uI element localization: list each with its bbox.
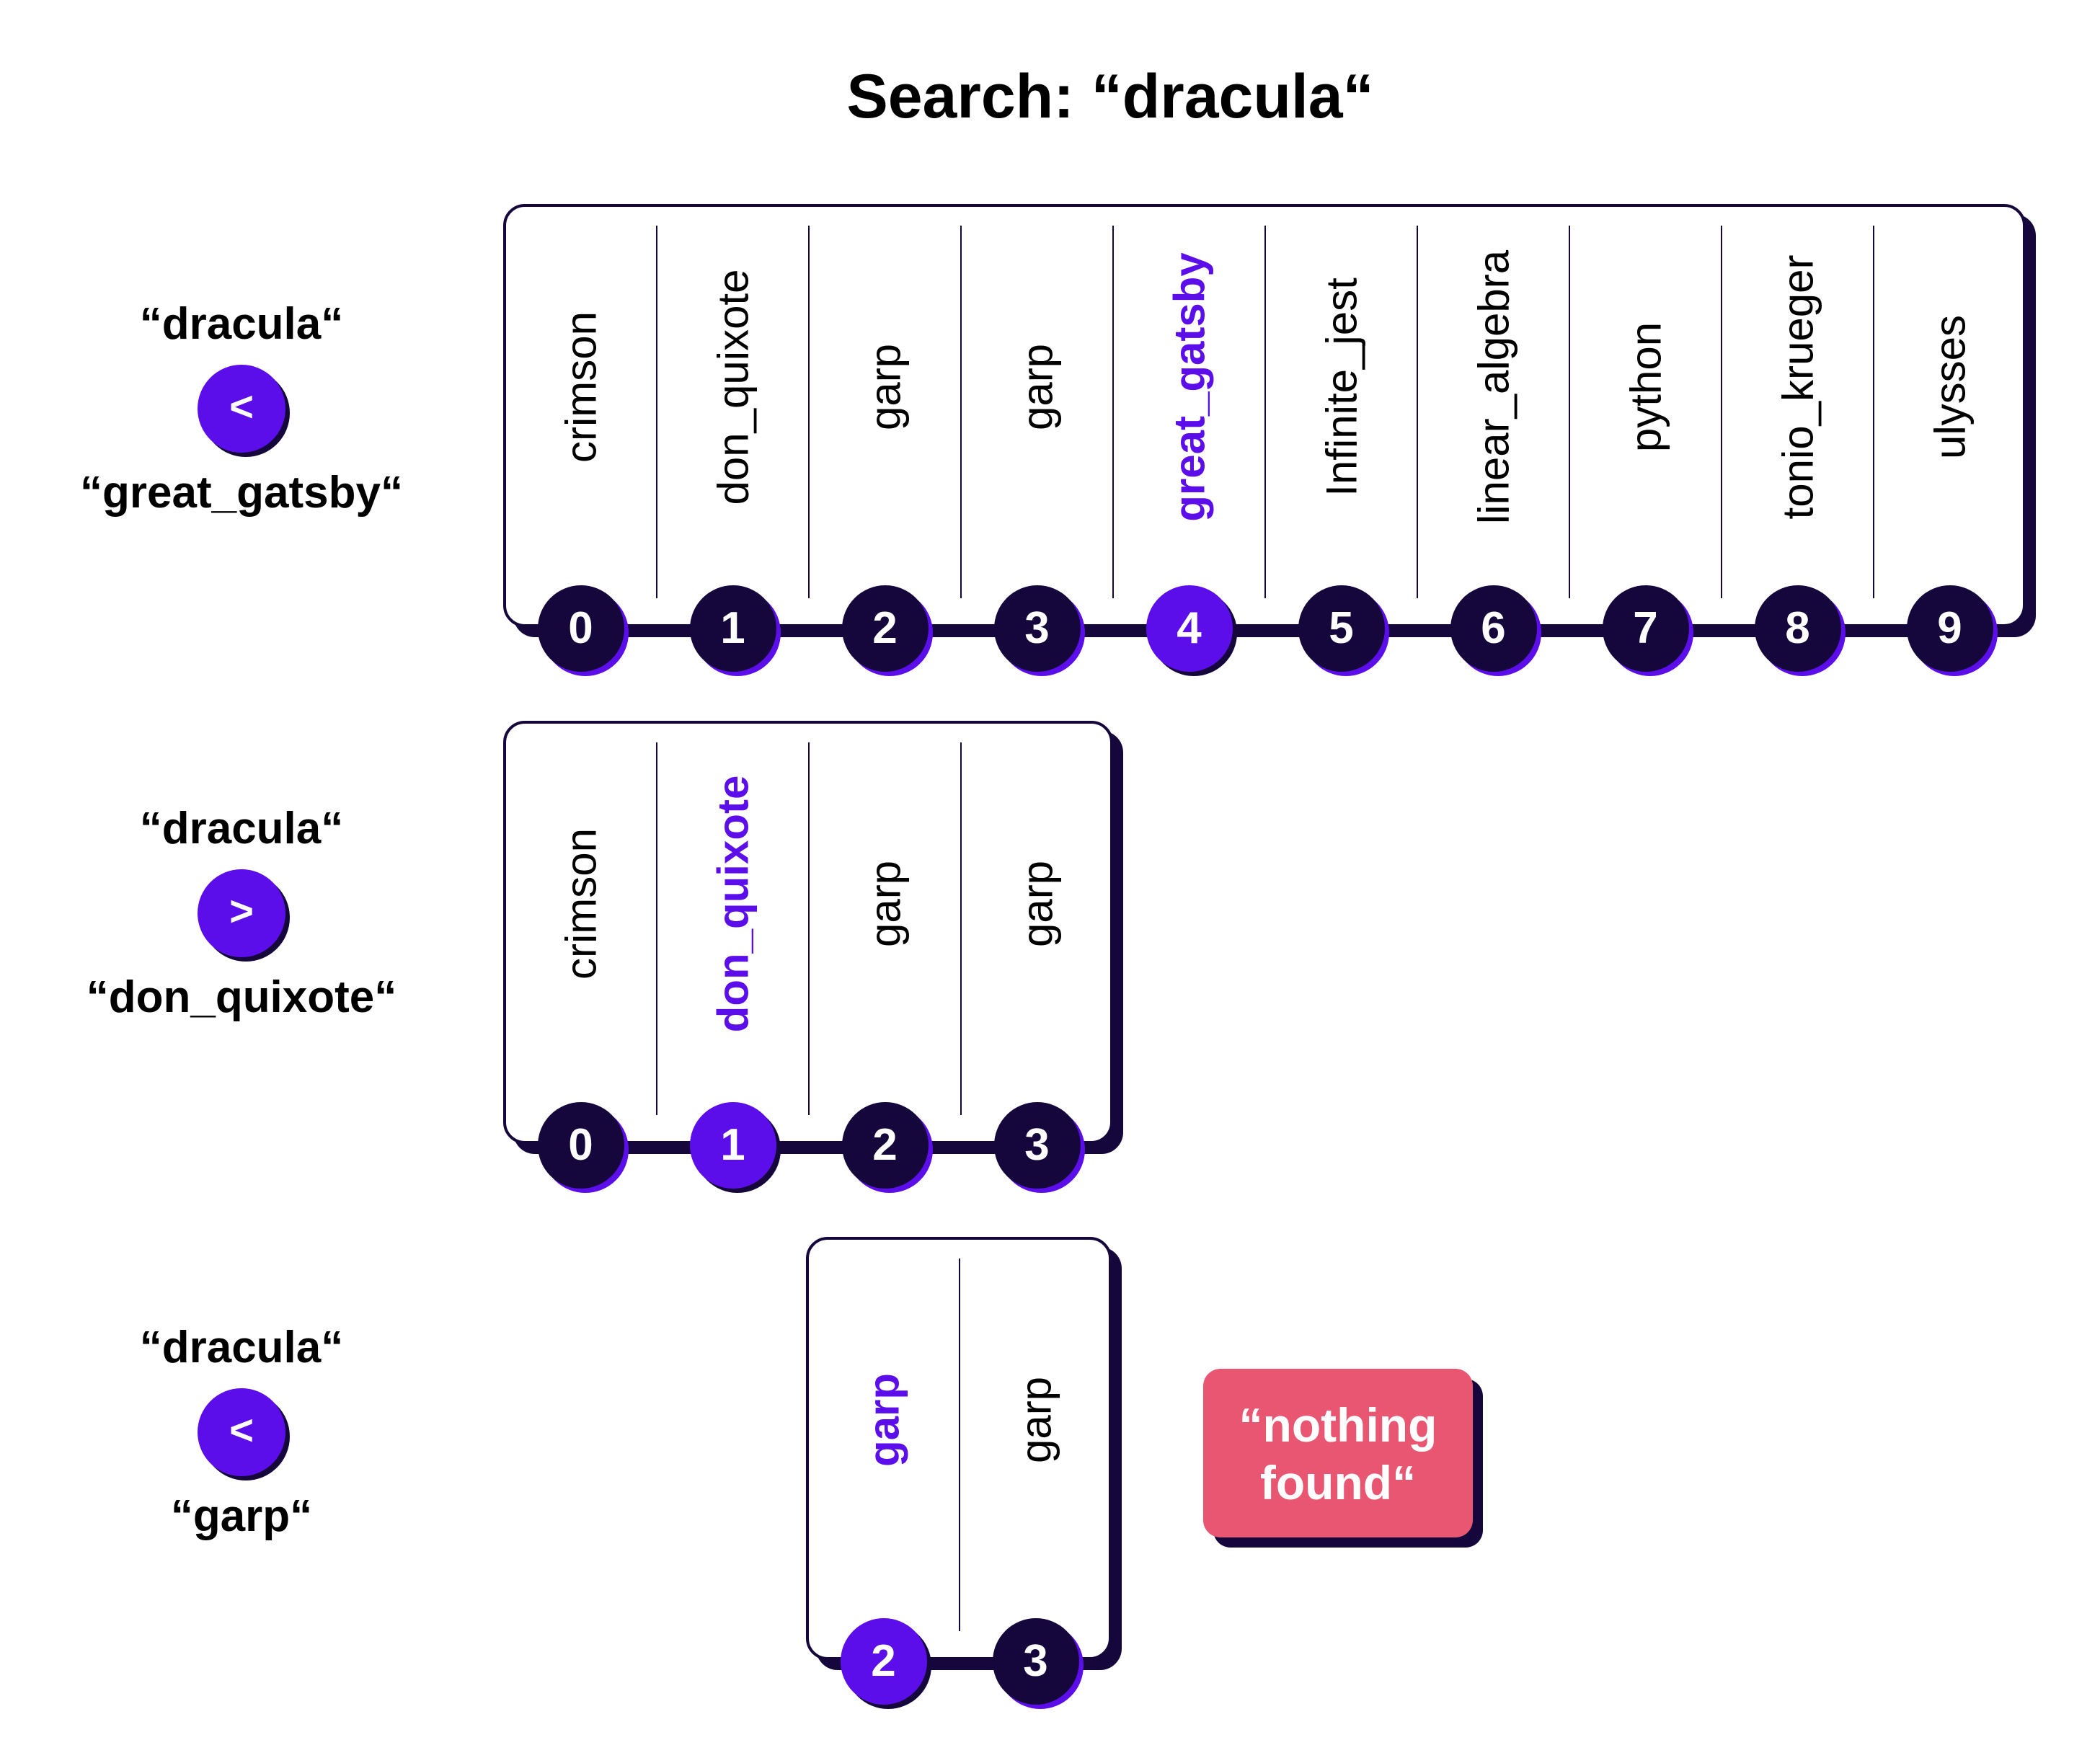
index-badge: 3 <box>992 1618 1079 1705</box>
column-divider <box>960 742 962 1115</box>
index-badge: 4 <box>1146 585 1233 672</box>
comparison-left: “dracula“ <box>139 1323 344 1372</box>
index-badge: 3 <box>993 585 1081 672</box>
index-badge: 8 <box>1754 585 1841 672</box>
array-item: garp <box>1013 343 1061 430</box>
nothing-found-badge: “nothing found“ <box>1203 1369 1473 1537</box>
array-item: garp <box>1011 1376 1060 1463</box>
array-item: linear_algebra <box>1469 249 1518 524</box>
array-step-1: crimson 0 don_quixote 1 garp 2 garp 3 great_gats… <box>503 204 2036 672</box>
index-badge: 6 <box>1450 585 1537 672</box>
comparison-step-3: “dracula“ < “garp“ <box>25 1319 458 1545</box>
index-badge: 1 <box>689 1102 776 1189</box>
array-item: don_quixote <box>709 775 757 1032</box>
array-step-3: garp 2 garp 3 <box>806 1237 1122 1705</box>
comparison-right: “don_quixote“ <box>86 972 397 1022</box>
comparison-left: “dracula“ <box>139 299 344 349</box>
column-divider <box>1112 226 1114 598</box>
column-divider <box>808 226 810 598</box>
index-badge: 2 <box>840 1618 927 1705</box>
array-item: crimson <box>557 311 605 463</box>
column-divider <box>1264 226 1266 598</box>
array-item: python <box>1621 321 1670 452</box>
result-line-2: found“ <box>1259 1456 1417 1509</box>
array-item: garp <box>861 343 909 430</box>
column-divider <box>808 742 810 1115</box>
comparison-step-2: “dracula“ > “don_quixote“ <box>25 800 458 1026</box>
array-item: garp <box>1013 860 1061 947</box>
column-divider <box>1569 226 1570 598</box>
column-divider <box>960 226 962 598</box>
column-divider <box>656 226 657 598</box>
array-item: Infinite_jest <box>1317 277 1365 497</box>
column-divider <box>959 1258 960 1631</box>
index-badge: 7 <box>1602 585 1689 672</box>
result-line-1: “nothing <box>1239 1398 1437 1452</box>
greater-than-icon: > <box>198 869 285 957</box>
index-badge: 9 <box>1906 585 1993 672</box>
array-item: don_quixote <box>709 269 757 505</box>
column-divider <box>656 742 657 1115</box>
comparison-step-1: “dracula“ < “great_gatsby“ <box>25 296 458 522</box>
comparison-right: “great_gatsby“ <box>80 468 403 518</box>
array-step-2: crimson 0 don_quixote 1 garp 2 garp 3 <box>503 721 1123 1189</box>
comparison-left: “dracula“ <box>139 804 344 853</box>
array-item: great_gatsby <box>1165 252 1213 522</box>
comparison-right: “garp“ <box>170 1491 313 1541</box>
index-badge: 3 <box>993 1102 1081 1189</box>
column-divider <box>1721 226 1722 598</box>
diagram-title: Search: “dracula“ <box>846 62 1374 131</box>
less-than-icon: < <box>198 1388 285 1476</box>
less-than-icon: < <box>198 365 285 453</box>
array-item: tonio_krueger <box>1773 254 1822 519</box>
column-divider <box>1873 226 1874 598</box>
index-badge: 0 <box>537 585 624 672</box>
index-badge: 0 <box>537 1102 624 1189</box>
array-item: ulysses <box>1926 314 1974 459</box>
index-badge: 2 <box>841 1102 929 1189</box>
index-badge: 5 <box>1298 585 1385 672</box>
index-badge: 1 <box>689 585 776 672</box>
column-divider <box>1417 226 1418 598</box>
array-item: garp <box>861 860 909 947</box>
array-item: garp <box>859 1372 908 1467</box>
index-badge: 2 <box>841 585 929 672</box>
array-item: crimson <box>557 827 605 980</box>
